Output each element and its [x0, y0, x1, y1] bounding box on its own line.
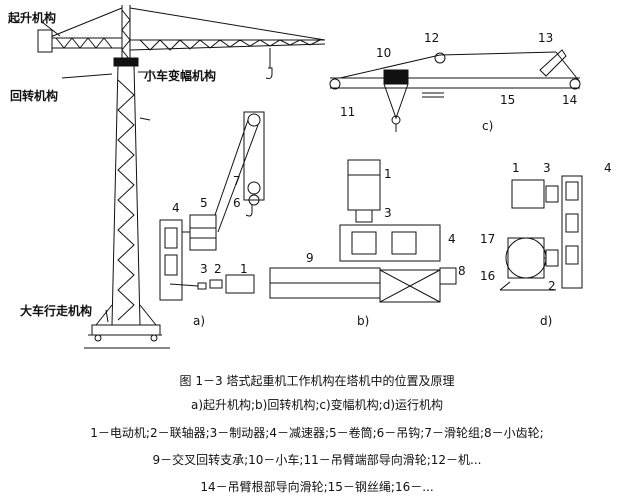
num-d-16: 16	[480, 269, 495, 283]
hoist-mechanism-diagram	[159, 111, 265, 301]
label-trolley: 小车变幅机构	[144, 68, 216, 83]
label-travel: 大车行走机构	[20, 303, 92, 318]
part-number-labels: 4 5 7 6 3 2 1 1 3 4 9 8 10 12 13 11 15 1…	[172, 31, 612, 293]
num-c-13: 13	[538, 31, 553, 45]
figure-caption: 图 1－3 塔式起重机工作机构在塔机中的位置及原理	[179, 374, 455, 388]
luffing-mechanism-diagram	[329, 49, 581, 132]
num-a-1: 1	[240, 262, 248, 276]
sublabel-d: d)	[540, 314, 552, 328]
sublabel-b: b)	[357, 314, 369, 328]
sub-figure-labels: a) b) c) d)	[193, 119, 552, 328]
sublabel-c: c)	[482, 119, 493, 133]
num-a-2: 2	[214, 262, 222, 276]
num-a-5: 5	[200, 196, 208, 210]
tower-labels: 起升机构 小车变幅机构 回转机构 大车行走机构	[7, 10, 216, 318]
num-b-9: 9	[306, 251, 314, 265]
legend-line-3: 14－吊臂根部导向滑轮;15－钢丝绳;16－...	[200, 480, 434, 494]
num-b-1: 1	[384, 167, 392, 181]
legend-line-1: 1－电动机;2－联轴器;3－制动器;4－减速器;5－卷筒;6－吊钩;7－滑轮组;…	[90, 426, 544, 440]
num-b-3: 3	[384, 206, 392, 220]
num-c-10: 10	[376, 46, 391, 60]
num-d-1: 1	[512, 161, 520, 175]
num-c-14: 14	[562, 93, 577, 107]
num-a-4: 4	[172, 201, 180, 215]
num-c-12: 12	[424, 31, 439, 45]
num-d-2: 2	[548, 279, 556, 293]
slewing-mechanism-diagram	[269, 159, 457, 303]
num-d-3: 3	[543, 161, 551, 175]
num-b-8: 8	[458, 264, 466, 278]
num-a-7: 7	[233, 174, 241, 188]
num-d-4: 4	[604, 161, 612, 175]
label-slewing: 回转机构	[10, 88, 58, 103]
num-c-11: 11	[340, 105, 355, 119]
sublabel-a: a)	[193, 314, 205, 328]
num-b-4: 4	[448, 232, 456, 246]
travel-mechanism-diagram	[499, 175, 583, 291]
figure-subtitle: a)起升机构;b)回转机构;c)变幅机构;d)运行机构	[190, 398, 444, 412]
label-hoist: 起升机构	[7, 10, 56, 25]
num-c-15: 15	[500, 93, 515, 107]
legend-line-2: 9－交叉回转支承;10－小车;11－吊臂端部导向滑轮;12－机...	[152, 453, 482, 467]
num-d-17: 17	[480, 232, 495, 246]
num-a-3: 3	[200, 262, 208, 276]
tower-crane	[37, 5, 326, 349]
num-a-6: 6	[233, 196, 241, 210]
